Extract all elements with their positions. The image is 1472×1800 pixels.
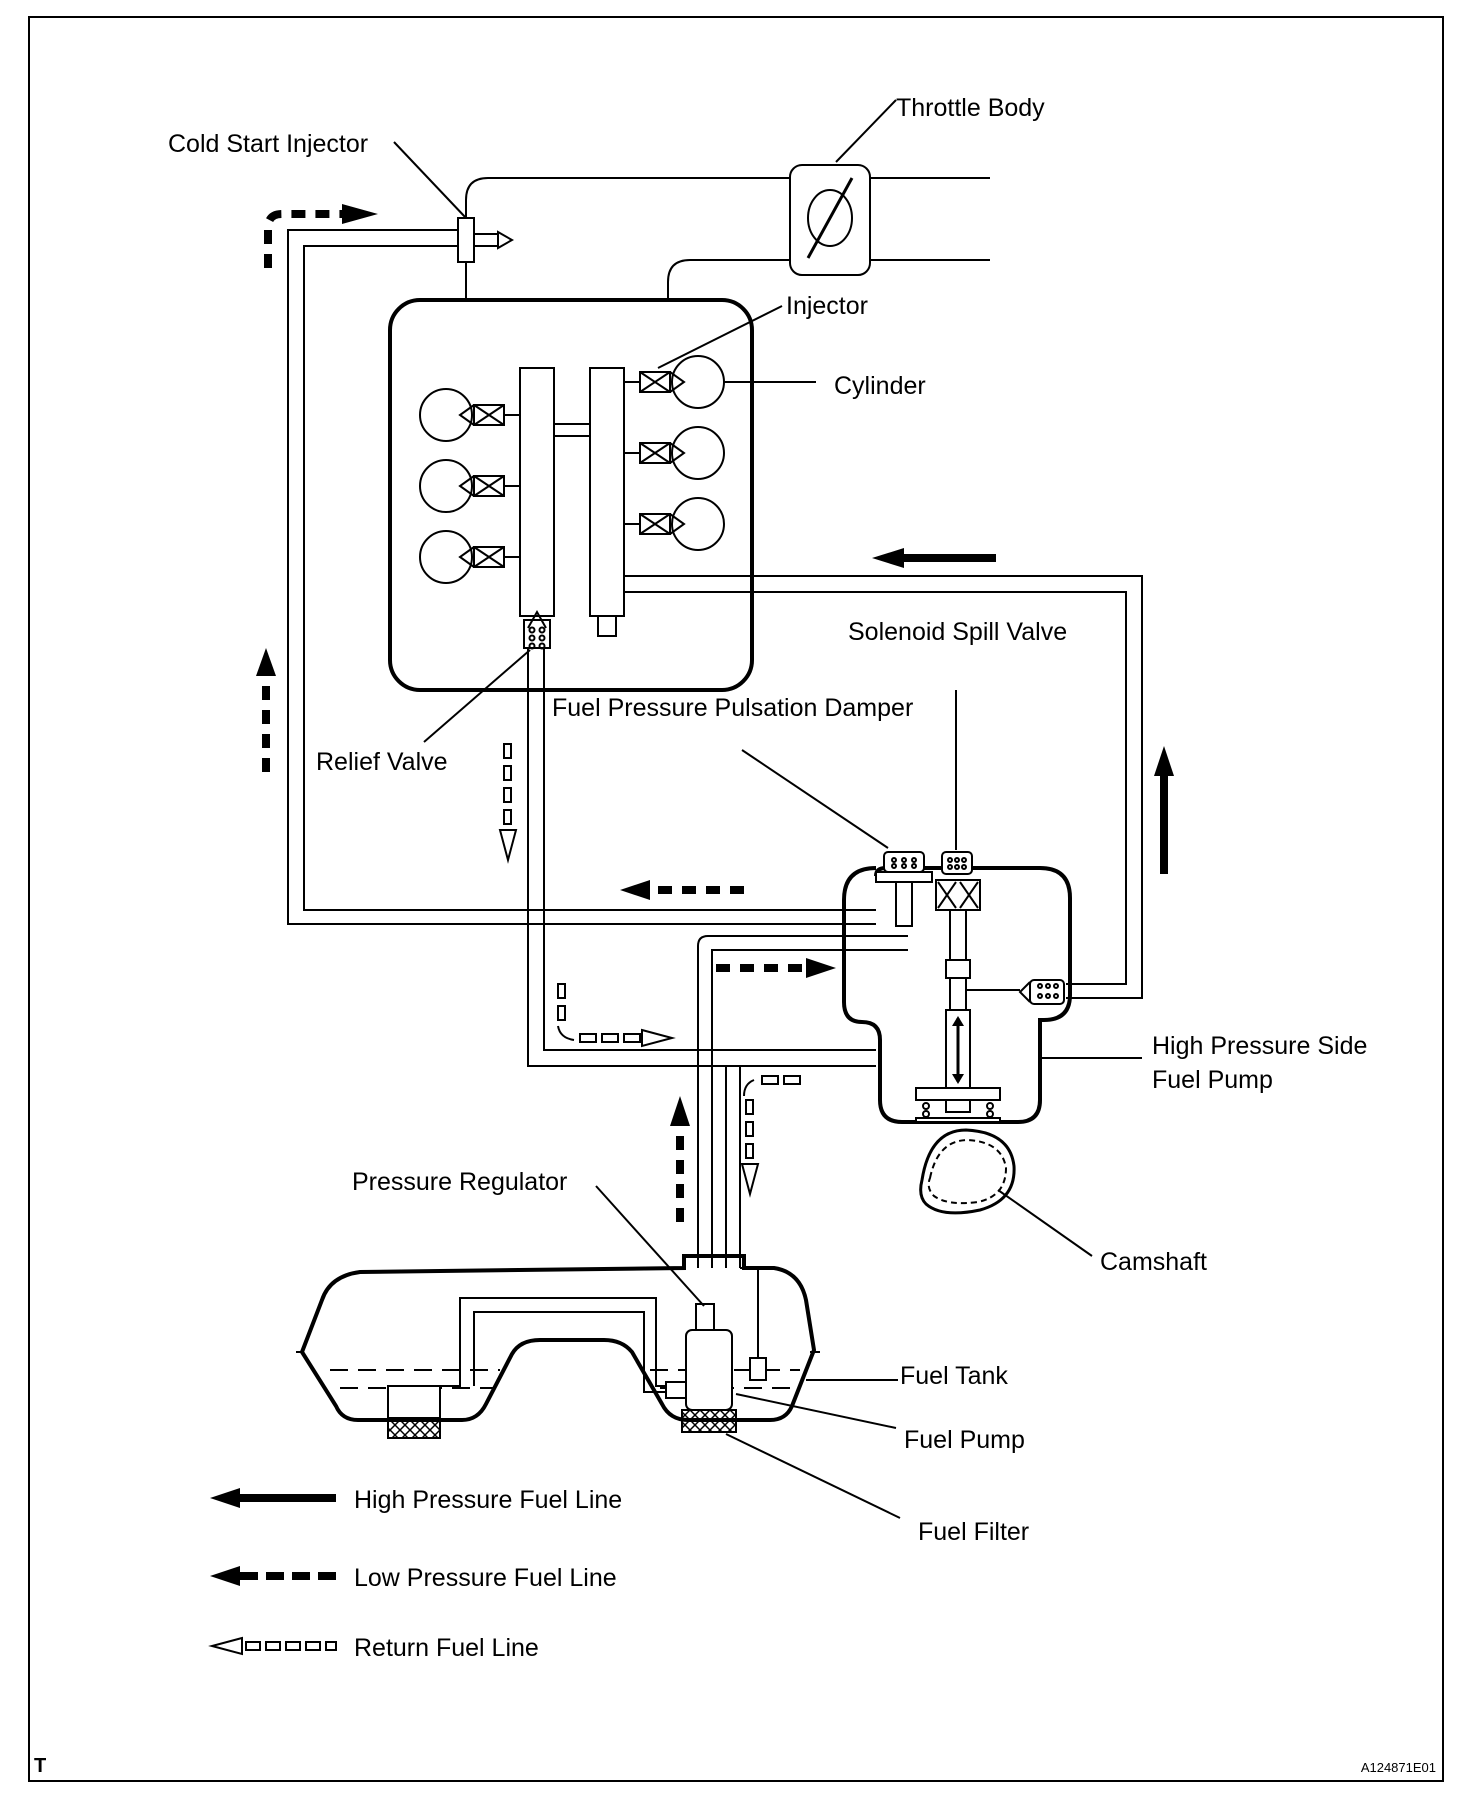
label-injector: Injector	[786, 292, 868, 320]
label-relief-valve: Relief Valve	[316, 748, 448, 776]
left-injectors	[458, 404, 520, 568]
return-line-relief	[527, 648, 876, 1067]
low-pressure-flow-arrows	[256, 204, 836, 1222]
label-fuel-filter: Fuel Filter	[918, 1518, 1029, 1546]
label-pressure-regulator: Pressure Regulator	[352, 1168, 567, 1196]
check-valve	[966, 979, 1065, 1005]
damper-leader	[741, 749, 889, 849]
label-cold-start-injector: Cold Start Injector	[168, 130, 368, 158]
low-pressure-supply-line	[697, 935, 908, 1268]
relief-valve-leader	[423, 649, 531, 743]
right-delivery-pipe	[589, 367, 625, 617]
high-pressure-line	[624, 575, 1143, 999]
fuel-pressure-pulsation-damper	[875, 851, 933, 927]
cold-start-injector-leader	[393, 141, 467, 219]
legend-return-symbol	[208, 1636, 337, 1656]
label-fuel-pressure-pulsation-damper: Fuel Pressure Pulsation Damper	[552, 694, 913, 722]
label-hp-pump-line1: High Pressure Side	[1152, 1032, 1367, 1060]
label-camshaft: Camshaft	[1100, 1248, 1207, 1276]
return-flow-arrows	[498, 743, 801, 1198]
solenoid-spill-valve	[935, 851, 981, 1011]
fuel-pump-leader	[735, 1393, 897, 1429]
injector-leader	[657, 305, 783, 369]
label-hp-pump-line2: Fuel Pump	[1152, 1066, 1273, 1094]
legend-return-label: Return Fuel Line	[354, 1634, 539, 1662]
label-cylinder: Cylinder	[834, 372, 926, 400]
camshaft-leader	[997, 1189, 1093, 1257]
diagram-frame	[28, 16, 1444, 1782]
pressure-regulator-leader	[595, 1185, 705, 1307]
left-cylinders	[419, 388, 473, 584]
throttle-body-leader	[835, 99, 897, 163]
legend-low-pressure-label: Low Pressure Fuel Line	[354, 1564, 617, 1592]
low-pressure-line-upper	[287, 229, 876, 925]
pipe-end-plug	[597, 615, 617, 637]
camshaft	[919, 1128, 1016, 1215]
high-pressure-pump-body	[842, 866, 1072, 1124]
label-throttle-body: Throttle Body	[896, 94, 1045, 122]
cold-start-injector	[457, 217, 515, 263]
right-injectors	[624, 371, 686, 535]
engine-block	[388, 298, 754, 692]
figure-code: A124871E01	[1361, 1760, 1436, 1775]
intake-duct	[465, 177, 990, 300]
legend: High Pressure Fuel Line Low Pressure Fue…	[208, 1486, 622, 1662]
pump-plunger	[915, 1009, 1001, 1123]
transfer-pipe	[438, 1297, 668, 1393]
legend-low-pressure-symbol	[210, 1566, 336, 1586]
fuel-filter	[681, 1409, 737, 1433]
fuel-tank	[299, 1254, 817, 1422]
return-line-tank	[725, 1066, 741, 1268]
relief-valve	[523, 609, 551, 650]
left-delivery-pipe	[519, 367, 555, 617]
corner-letter: T	[34, 1755, 46, 1777]
label-solenoid-spill-valve: Solenoid Spill Valve	[848, 618, 1067, 646]
throttle-body	[789, 164, 871, 276]
legend-high-pressure-symbol	[210, 1488, 336, 1508]
label-fuel-pump: Fuel Pump	[904, 1426, 1025, 1454]
legend-high-pressure-label: High Pressure Fuel Line	[354, 1486, 622, 1514]
delivery-pipe-crossover	[554, 423, 590, 437]
fuel-filter-leader	[725, 1433, 901, 1519]
label-fuel-tank: Fuel Tank	[900, 1362, 1008, 1390]
sub-tank-pickup	[387, 1385, 441, 1419]
sub-tank-filter	[387, 1417, 441, 1439]
high-pressure-flow-arrows	[872, 548, 1174, 874]
